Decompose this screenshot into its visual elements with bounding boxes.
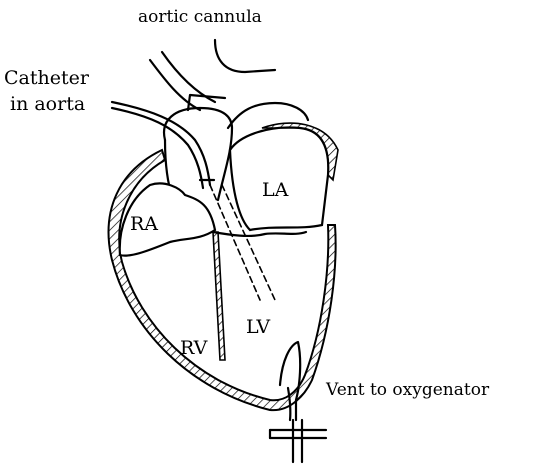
vent-label: Vent to oxygenator	[325, 380, 490, 400]
left-atrium	[230, 123, 338, 230]
la-label: LA	[262, 179, 289, 201]
rv-label: RV	[180, 337, 208, 359]
ra-label: RA	[130, 213, 158, 235]
aortic-cannula-tubes	[150, 40, 275, 110]
catheter-label-line1: Catheter	[4, 67, 90, 89]
lv-label: LV	[246, 316, 270, 338]
ventricular-septum	[213, 232, 306, 360]
aortic-cannula-label: aortic cannula	[138, 7, 262, 27]
catheter-label-line2: in aorta	[10, 93, 85, 115]
